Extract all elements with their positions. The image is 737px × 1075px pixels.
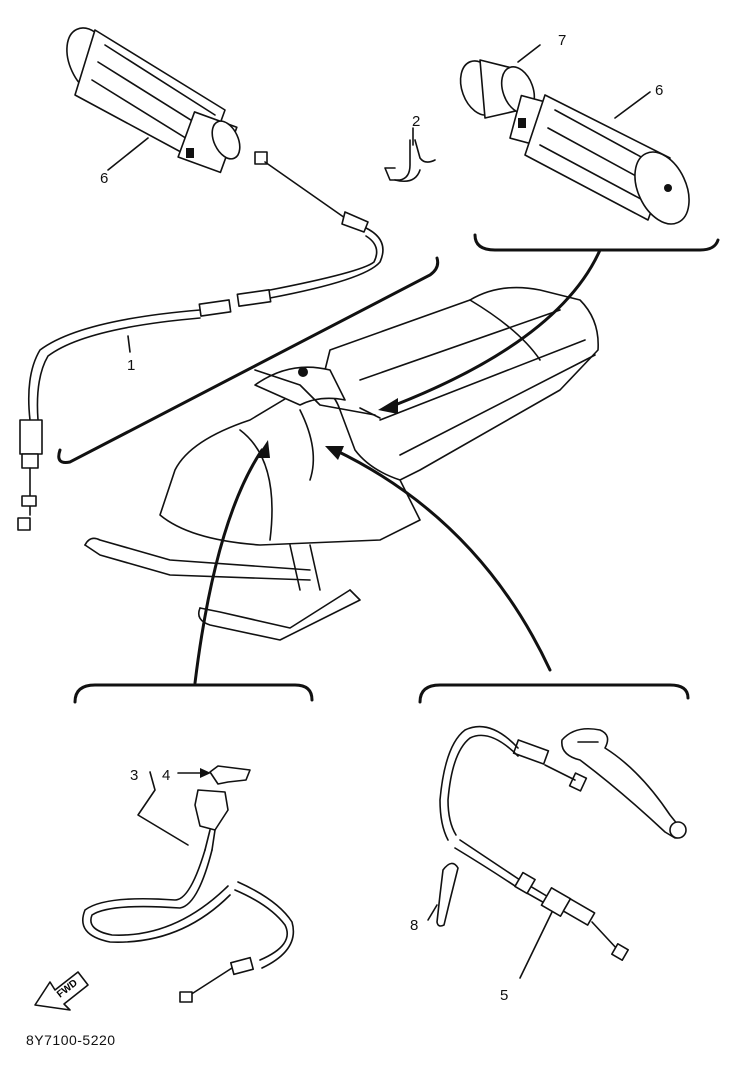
grip-left (66, 27, 241, 174)
brake-lever (561, 727, 687, 839)
clip (384, 127, 436, 183)
snowmobile-body (84, 286, 599, 641)
grip-right (509, 91, 690, 225)
guide-lines (193, 248, 602, 685)
forward-arrow-icon: FWD (34, 971, 89, 1011)
callout-5: 5 (500, 987, 508, 1004)
callout-2: 2 (412, 113, 420, 130)
callout-8: 8 (410, 917, 418, 934)
brake-cable (439, 725, 629, 979)
bottom-left-group (73, 683, 314, 1003)
callout-1: 1 (127, 357, 135, 374)
callout-7: 7 (558, 32, 566, 49)
callout-3: 3 (130, 767, 138, 784)
throttle-cable (17, 151, 384, 531)
drawing-code: 8Y7100-5220 (26, 1032, 116, 1048)
callout-6-right: 6 (655, 82, 663, 99)
top-left-group (17, 27, 440, 531)
callout-6-left: 6 (100, 170, 108, 187)
bottom-right-group (418, 683, 690, 979)
callout-4: 4 (162, 767, 170, 784)
cable-clamp (427, 862, 459, 927)
top-right-group (459, 44, 720, 252)
